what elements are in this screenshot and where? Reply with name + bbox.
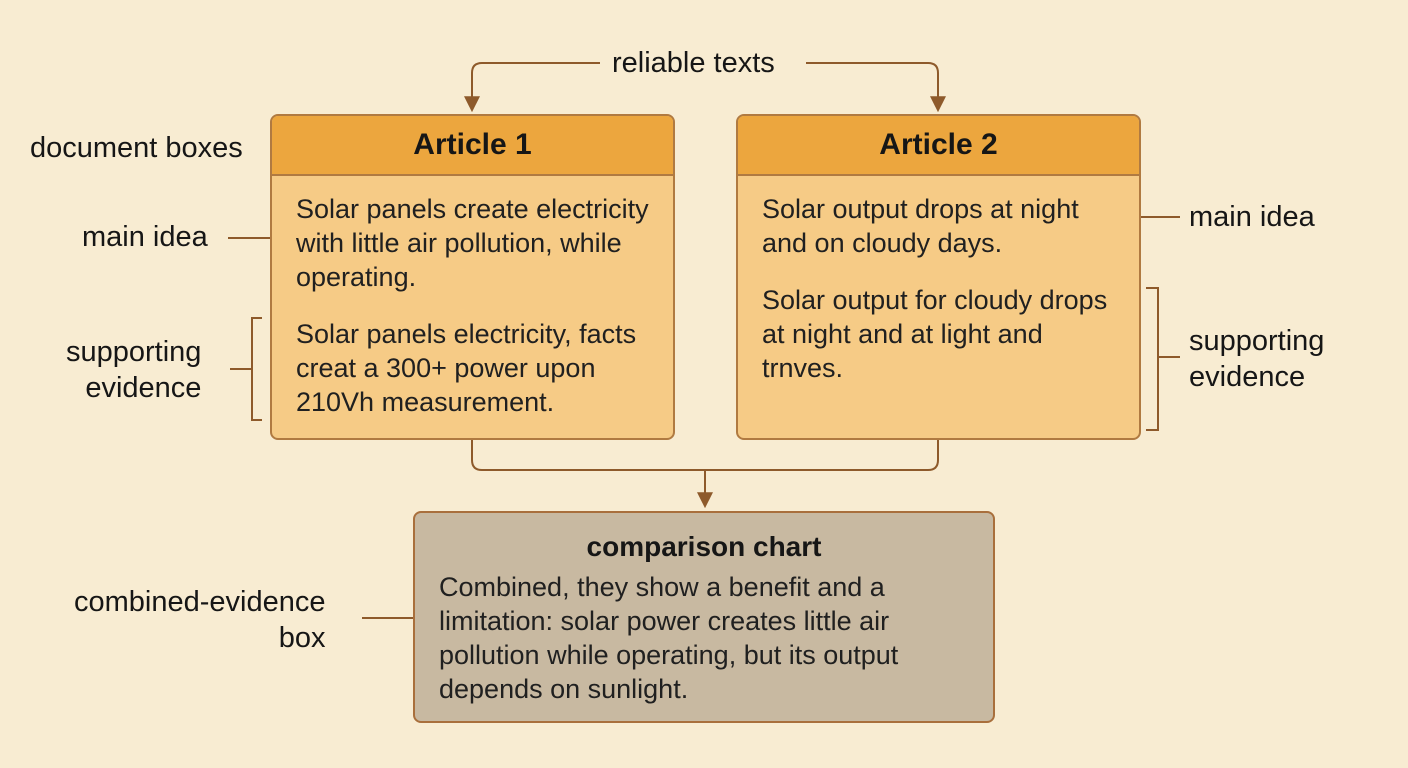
article-2-main-idea: Solar output drops at night and on cloud… bbox=[762, 194, 1079, 258]
article-1-evidence: Solar panels electricity, facts creat a … bbox=[296, 319, 637, 417]
reliable-texts-arrow-left bbox=[464, 62, 600, 113]
main-idea-left-label: main idea bbox=[82, 221, 208, 253]
combined-evidence-text: Combined, they show a benefit and a limi… bbox=[439, 572, 899, 704]
article-1-box: Article 1 Solar panels create electricit… bbox=[270, 114, 675, 440]
reliable-texts-label: reliable texts bbox=[612, 47, 775, 79]
reliable-texts-arrow-right bbox=[806, 62, 946, 113]
supporting-evidence-right-bracket bbox=[1146, 287, 1180, 431]
combined-evidence-box-label: combined-evidence box bbox=[74, 586, 326, 654]
document-boxes-label: document boxes bbox=[30, 132, 243, 164]
article-2-title: Article 2 bbox=[738, 116, 1139, 176]
supporting-evidence-left-bracket bbox=[230, 317, 262, 421]
article-1-title: Article 1 bbox=[272, 116, 673, 176]
article-2-box: Article 2 Solar output drops at night an… bbox=[736, 114, 1141, 440]
article-2-evidence: Solar output for cloudy drops at night a… bbox=[762, 285, 1108, 383]
supporting-evidence-right-label: supporting evidence bbox=[1189, 325, 1325, 393]
combined-evidence-box: comparison chart Combined, they show a b… bbox=[413, 511, 995, 723]
comparison-chart-title: comparison chart bbox=[586, 531, 822, 562]
article-1-main-idea: Solar panels create electricity with lit… bbox=[296, 194, 649, 292]
main-idea-right-label: main idea bbox=[1189, 201, 1315, 233]
merge-connector bbox=[471, 440, 939, 471]
supporting-evidence-left-label: supporting evidence bbox=[66, 336, 202, 404]
